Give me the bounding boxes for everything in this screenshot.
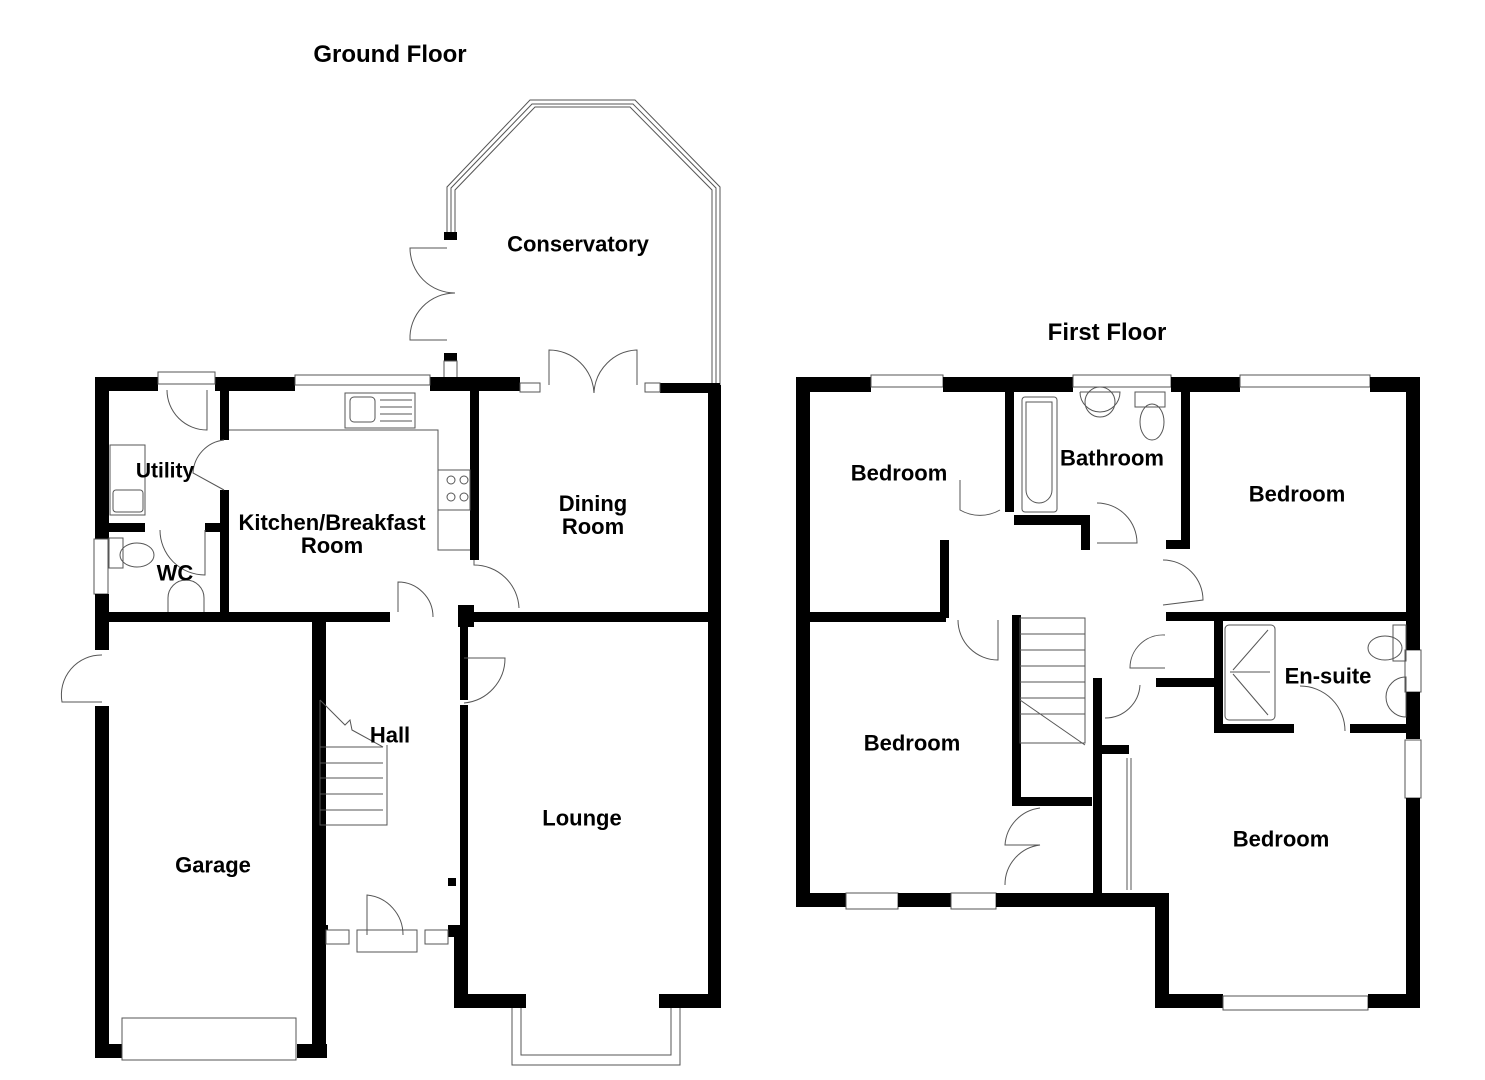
room-label-lounge: Lounge: [542, 805, 622, 831]
first-floor-title: First Floor: [1047, 319, 1167, 346]
room-label-dining: Dining Room: [558, 491, 628, 539]
room-label-kitchen: Kitchen/Breakfast Room: [238, 510, 426, 558]
room-label-hall: Hall: [369, 722, 411, 748]
room-label-bedroom-3: Bedroom: [863, 730, 961, 756]
room-label-conservatory: Conservatory: [507, 231, 649, 257]
room-label-bedroom-4: Bedroom: [1232, 826, 1330, 852]
room-label-bathroom: Bathroom: [1060, 445, 1164, 471]
first-floor-plan: [796, 374, 1422, 1011]
room-label-wc: WC: [156, 560, 194, 586]
room-label-bedroom-2: Bedroom: [1248, 481, 1346, 507]
ground-floor-title: Ground Floor: [313, 41, 467, 68]
room-label-bedroom-1: Bedroom: [850, 460, 948, 486]
room-label-garage: Garage: [175, 852, 251, 878]
room-label-ensuite: En-suite: [1284, 663, 1372, 689]
ground-floor-plan: [60, 99, 721, 1066]
room-label-utility: Utility: [135, 459, 195, 483]
